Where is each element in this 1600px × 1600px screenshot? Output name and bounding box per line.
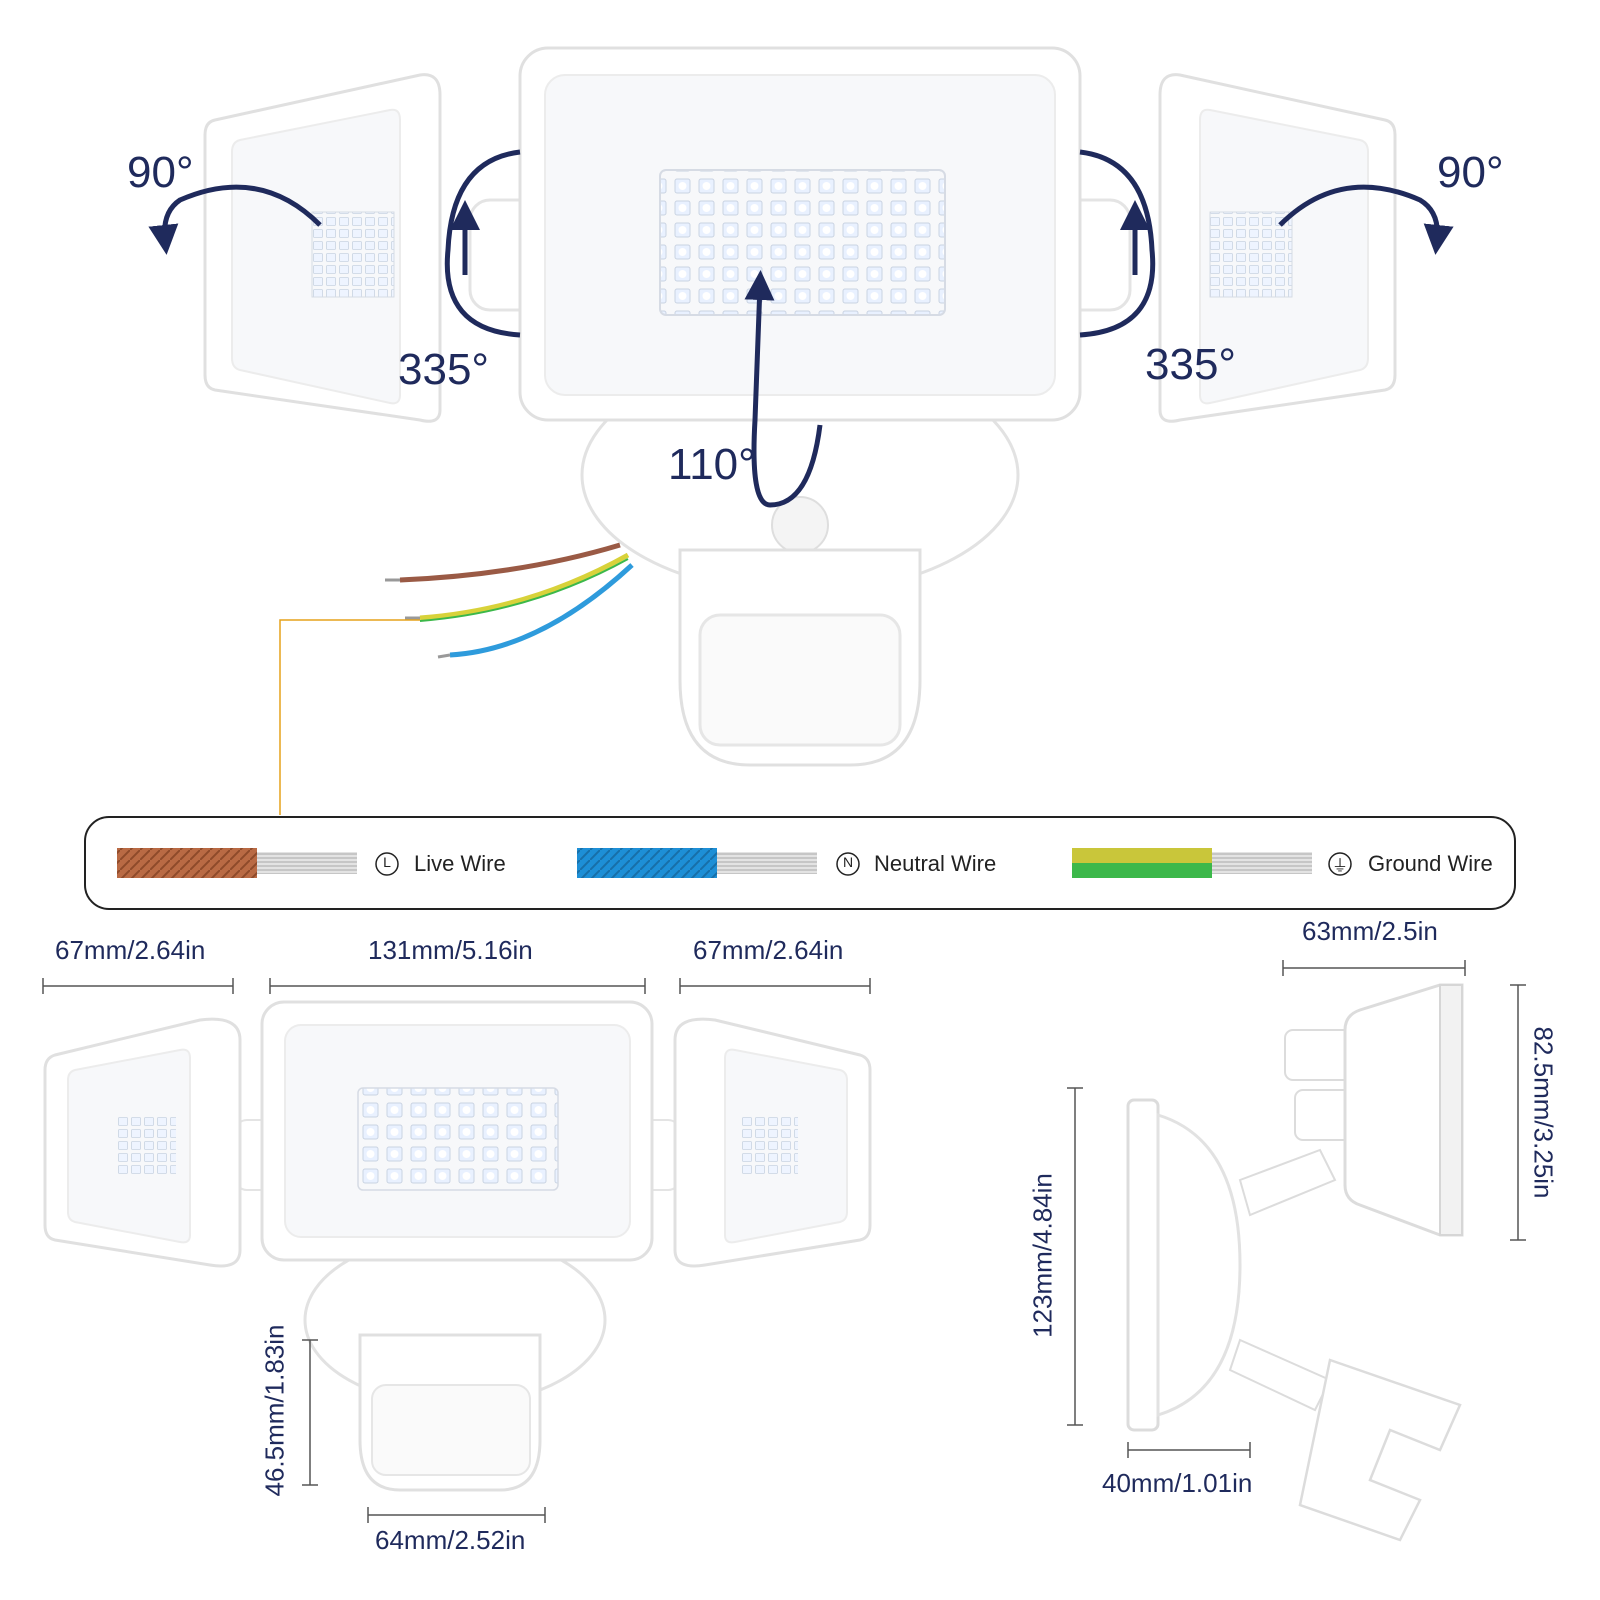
left-head-width-label: 67mm/2.64in: [55, 935, 206, 965]
live-symbol-text: L: [383, 854, 391, 870]
right-head-width-label: 67mm/2.64in: [693, 935, 844, 965]
right-tilt-arrow: [1278, 184, 1454, 255]
top-motion-sensor: [678, 548, 922, 767]
live-wire-label: Live Wire: [414, 851, 506, 876]
front-view-fixture: [43, 1000, 872, 1492]
ground-wire-label: Ground Wire: [1368, 851, 1493, 876]
ground-symbol-icon: [1328, 852, 1352, 876]
side-head-height-label: 82.5mm/3.25in: [1528, 1026, 1559, 1199]
top-center-light-head: [518, 46, 1082, 422]
side-dimension-lines: [1067, 960, 1526, 1458]
front-left-head: [43, 1017, 242, 1268]
base-depth-label: 40mm/1.01in: [1102, 1468, 1253, 1498]
top-light-fixture: [148, 46, 1454, 815]
right-rotate-arrow: [1079, 149, 1156, 338]
side-arm: [1238, 1148, 1337, 1217]
left-rotate-angle-label: 335°: [398, 345, 490, 394]
front-center-head: [260, 1000, 654, 1262]
front-dimension-lines: [42, 978, 871, 1523]
top-left-light-head: [203, 73, 442, 423]
wire-legend: [84, 816, 1516, 910]
neutral-symbol-text: N: [842, 854, 854, 870]
center-tilt-angle-label: 110°: [668, 440, 756, 489]
left-tilt-angle-label: 90°: [127, 148, 194, 197]
live-symbol-icon: [375, 852, 399, 876]
top-right-light-head: [1158, 73, 1397, 423]
front-right-head: [673, 1017, 872, 1268]
left-tilt-arrow: [148, 184, 322, 255]
side-sensor-arm: [1228, 1338, 1332, 1412]
top-wires: [385, 542, 634, 659]
center-tilt-arrow: [744, 270, 823, 508]
left-rotate-arrow: [444, 149, 521, 338]
right-tilt-angle-label: 90°: [1437, 148, 1504, 197]
side-wall-plate: [1126, 1098, 1160, 1432]
ground-wire-swatch: [1072, 848, 1212, 878]
live-wire-swatch: [117, 848, 257, 878]
neutral-symbol-icon: [836, 852, 860, 876]
side-depth-label: 63mm/2.5in: [1302, 916, 1438, 946]
neutral-wire-swatch: [577, 848, 717, 878]
side-motion-sensor: [1298, 1358, 1462, 1542]
rotation-arrows: [148, 149, 1454, 508]
ground-symbol-text: ⏚: [1332, 858, 1349, 875]
ground-leader-line: [279, 619, 420, 815]
sensor-width-label: 64mm/2.52in: [375, 1525, 526, 1555]
right-rotate-angle-label: 335°: [1145, 340, 1237, 389]
side-light-head: [1343, 983, 1464, 1237]
center-head-width-label: 131mm/5.16in: [368, 935, 533, 965]
neutral-wire-label: Neutral Wire: [874, 851, 997, 876]
side-total-height-label: 123mm/4.84in: [1027, 1173, 1058, 1338]
sensor-height-label: 46.5mm/1.83in: [259, 1324, 290, 1497]
side-view-fixture: [1126, 983, 1464, 1542]
